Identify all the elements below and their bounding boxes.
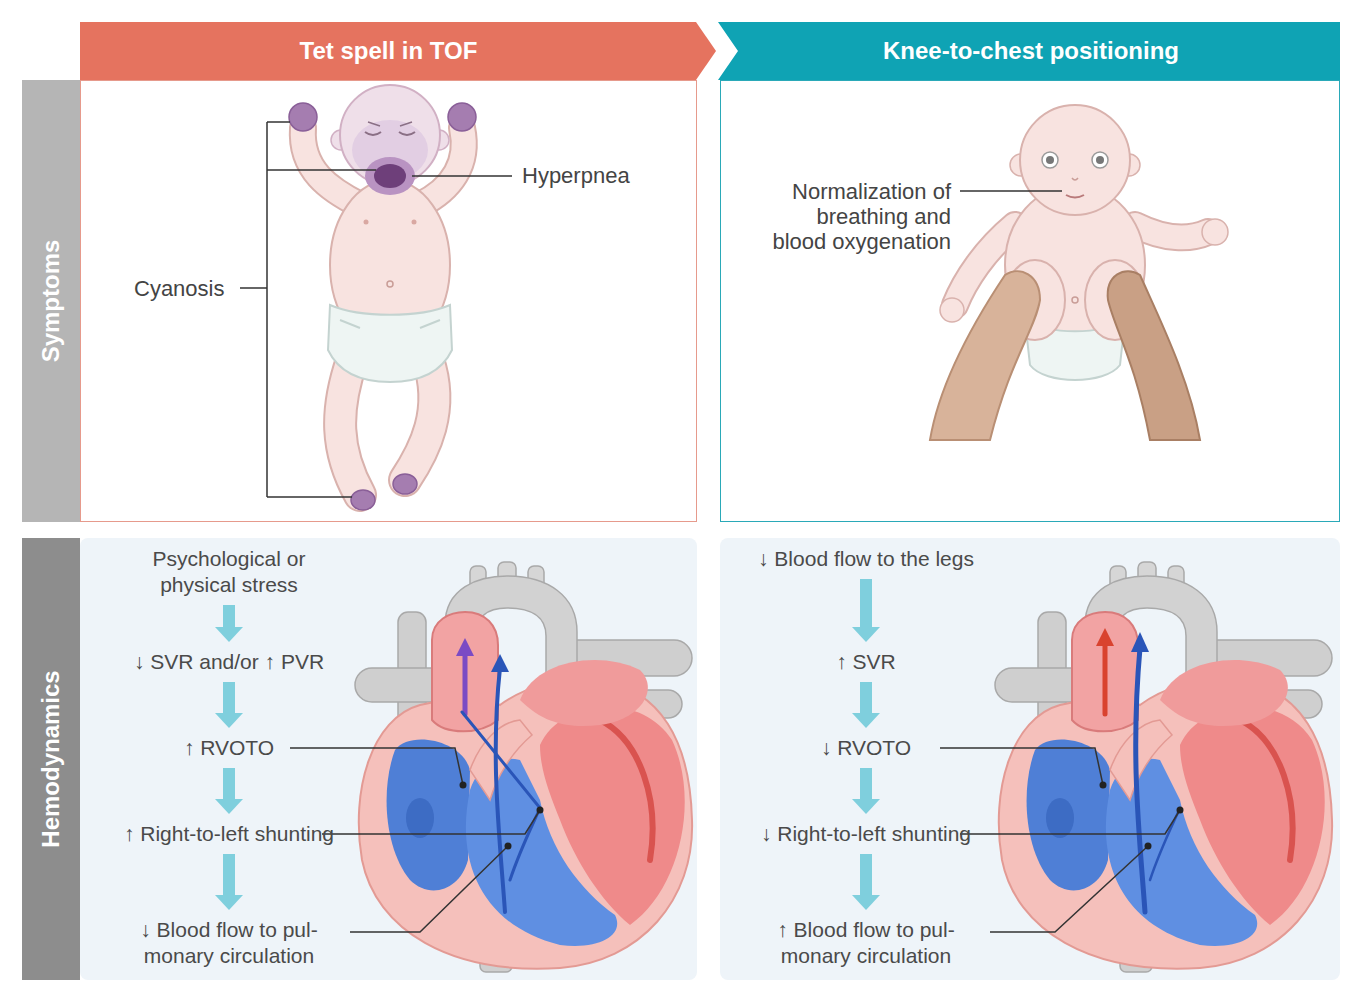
- flow-step: ↓ Blood flow to the legs: [756, 546, 976, 572]
- column-heading: Knee-to-chest positioning: [883, 37, 1179, 65]
- panel-ground: [80, 538, 697, 980]
- callout-label: Cyanosis: [134, 276, 244, 301]
- leader-lines: [290, 748, 1180, 932]
- callout-label: Hyperpnea: [522, 163, 692, 188]
- flow-step: ↓ Right-to-left shunting: [756, 821, 976, 847]
- arrow-head: [215, 895, 243, 910]
- flow-arrow: [215, 605, 243, 642]
- heart-diagram: [995, 562, 1332, 972]
- arrow-head: [852, 713, 880, 728]
- panel-ground: [720, 538, 1340, 980]
- flow-arrow: [215, 682, 243, 728]
- panel-ground: [80, 80, 697, 522]
- flow-step-text: ↓ Blood flow to the legs: [756, 546, 976, 572]
- leader-dots: [460, 782, 1184, 850]
- section-label: Hemodynamics: [37, 670, 65, 847]
- arrow-shaft: [860, 854, 872, 896]
- section-band: Hemodynamics: [22, 538, 80, 980]
- arrow-head: [215, 627, 243, 642]
- flow-arrow: [852, 768, 880, 814]
- arrow-shaft: [860, 768, 872, 800]
- callout-label: Normalization of breathing and blood oxy…: [769, 179, 951, 254]
- symptom-panel: HyperpneaCyanosis: [80, 80, 697, 522]
- flow-step: ↑ Right-to-left shunting: [119, 821, 339, 847]
- flow-step: ↓ SVR and/or ↑ PVR: [119, 649, 339, 675]
- flow-step-text: ↓ RVOTO: [756, 735, 976, 761]
- flow-arrow: [852, 579, 880, 642]
- header-chevron: Knee-to-chest positioning: [718, 22, 1340, 80]
- flow-step: ↓ RVOTO: [756, 735, 976, 761]
- arrow-shaft: [223, 768, 235, 800]
- flow-step-text: Psychological or physical stress: [119, 546, 339, 598]
- arrow-shaft: [860, 579, 872, 628]
- arrow-heads: [456, 628, 1149, 672]
- symptom-panel: Normalization of breathing and blood oxy…: [720, 80, 1340, 522]
- flow-step-text: ↑ Blood flow to pul- monary circulation: [756, 917, 976, 969]
- arrow-head: [215, 799, 243, 814]
- section-band: Symptoms: [22, 80, 80, 522]
- arrow-shaft: [223, 854, 235, 896]
- arrow-head: [215, 713, 243, 728]
- section-label: Symptoms: [37, 240, 65, 363]
- positioned-infant: [930, 105, 1228, 440]
- chevron-fill: [718, 22, 1340, 80]
- header-chevron: Tet spell in TOF: [80, 22, 716, 80]
- flow-arrow: [215, 768, 243, 814]
- chevron-fill: [80, 22, 716, 80]
- arrow-shaft: [223, 605, 235, 628]
- arrow-shaft: [223, 682, 235, 714]
- heart-diagram: [355, 562, 692, 972]
- flow-arrow: [215, 854, 243, 910]
- cyanotic-infant: [289, 85, 476, 510]
- flow-step-text: ↑ SVR: [756, 649, 976, 675]
- flow-step-text: ↑ RVOTO: [119, 735, 339, 761]
- arrow-shaft: [860, 682, 872, 714]
- arrow-head: [852, 799, 880, 814]
- leader-lines: [240, 122, 512, 497]
- flow-step-text: ↓ SVR and/or ↑ PVR: [119, 649, 339, 675]
- flow-step: ↑ SVR: [756, 649, 976, 675]
- flow-arrow: [852, 682, 880, 728]
- flow-step: ↓ Blood flow to pul- monary circulation: [119, 917, 339, 969]
- column-heading: Tet spell in TOF: [300, 37, 478, 65]
- flow-step: Psychological or physical stress: [119, 546, 339, 598]
- arrow-head: [852, 627, 880, 642]
- arrow-head: [852, 895, 880, 910]
- leader-lines: [960, 190, 1062, 192]
- flow-step: ↑ Blood flow to pul- monary circulation: [756, 917, 976, 969]
- flow-step-text: ↓ Blood flow to pul- monary circulation: [119, 917, 339, 969]
- flow-step-text: ↓ Right-to-left shunting: [756, 821, 976, 847]
- flow-step: ↑ RVOTO: [119, 735, 339, 761]
- flow-arrow: [852, 854, 880, 910]
- blood-flow-arrows: [462, 642, 1180, 912]
- panel-ground: [720, 80, 1340, 522]
- flow-step-text: ↑ Right-to-left shunting: [119, 821, 339, 847]
